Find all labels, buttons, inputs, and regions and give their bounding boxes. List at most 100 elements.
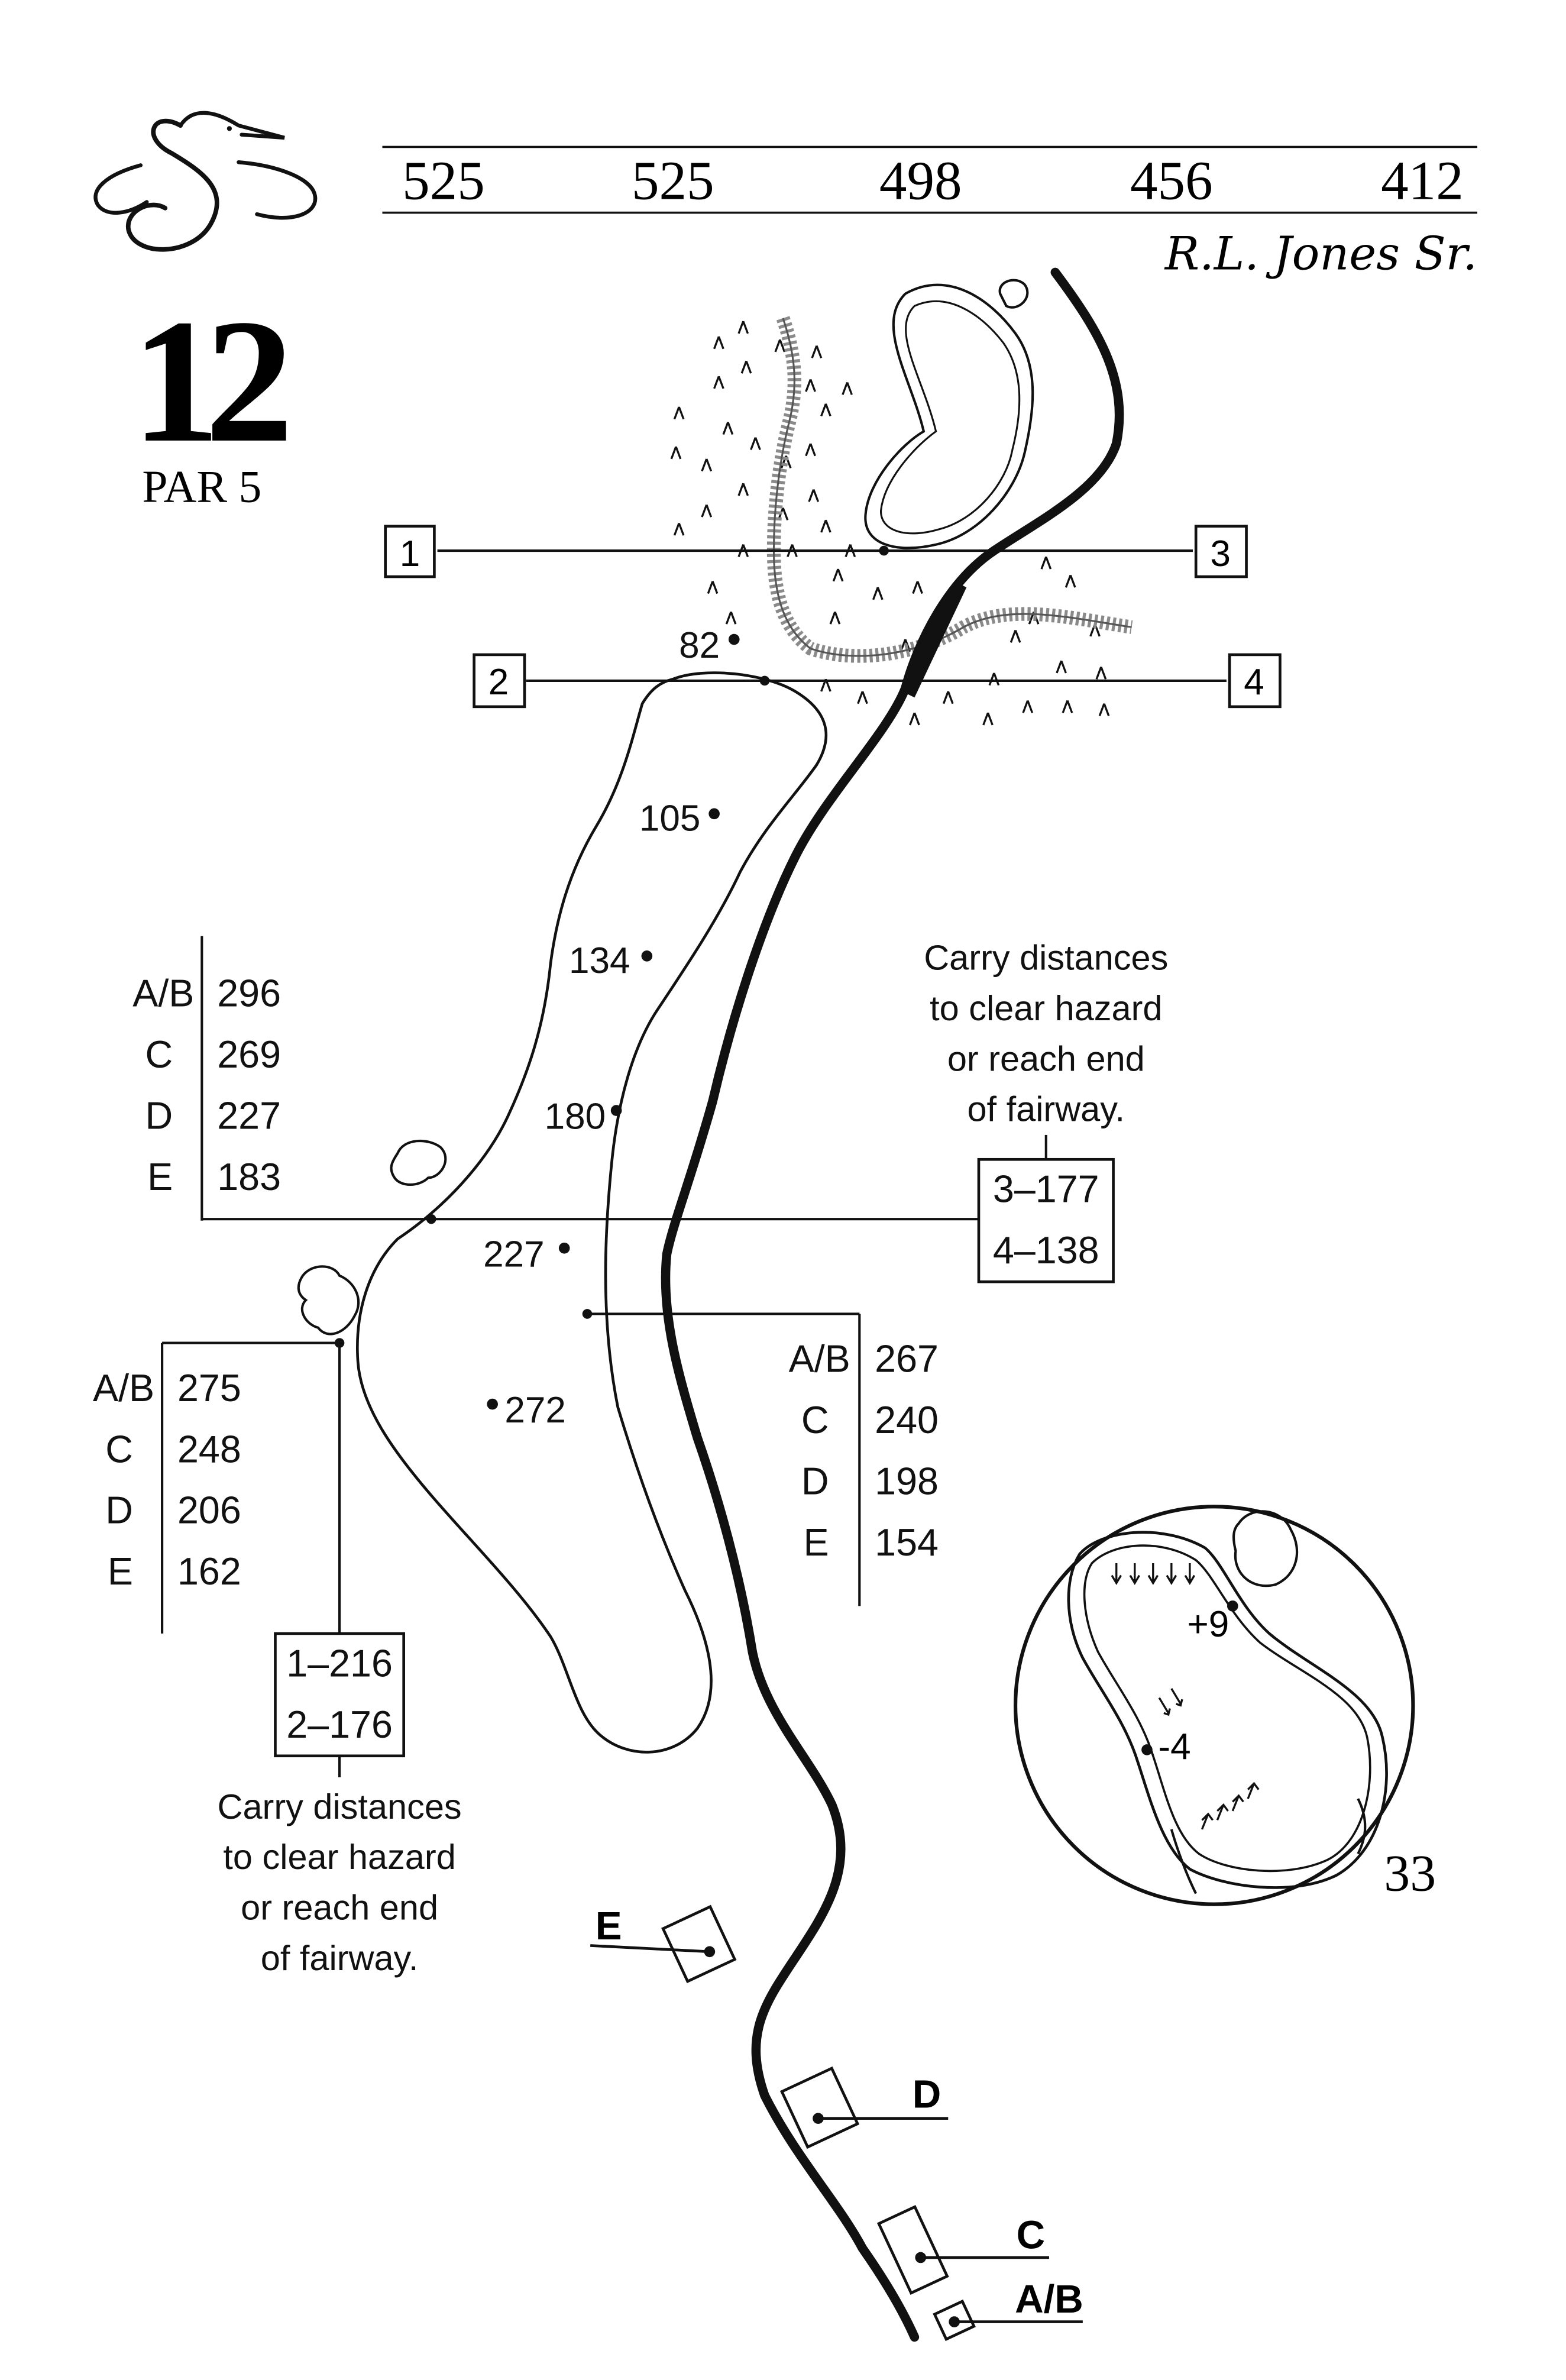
table-ll-value-d: 206 (177, 1489, 241, 1532)
table-ul-value-d: 227 (217, 1094, 281, 1137)
svg-text:of fairway.: of fairway. (967, 1089, 1125, 1129)
tee-c-label: C (1017, 2213, 1046, 2257)
marker-box-1: 1 (384, 525, 436, 578)
marsh-grass-marks (670, 321, 1110, 726)
distance-134-dot (641, 950, 653, 962)
yardage-3: 498 (879, 150, 962, 211)
table-ll-label-c: C (105, 1427, 133, 1470)
svg-text:to clear hazard: to clear hazard (223, 1837, 455, 1877)
distance-227: 227 (483, 1234, 545, 1275)
svg-text:4: 4 (1244, 662, 1264, 703)
carry-table-lower-left: A/B C D E 275 248 206 162 (93, 1338, 345, 1634)
par-label: PAR 5 (142, 461, 261, 512)
table-ul-value-c: 269 (217, 1033, 281, 1076)
cart-path (661, 267, 1124, 2342)
pond-small-mid (390, 1140, 447, 1186)
tee-ab-label: A/B (1015, 2277, 1083, 2321)
table-ul-label-c: C (145, 1033, 173, 1076)
distance-227-dot (558, 1242, 570, 1254)
carry-box-right: 3–177 4–138 (977, 1134, 1115, 1283)
distance-134: 134 (569, 940, 630, 981)
marker-box-3: 3 (1194, 525, 1248, 578)
distance-272-dot (487, 1398, 498, 1410)
table-r-label-ab: A/B (789, 1337, 850, 1380)
tee-e: E (590, 1904, 737, 1984)
svg-text:1: 1 (400, 533, 420, 574)
table-ll-value-ab: 275 (177, 1366, 241, 1409)
carry-box-left-line1: 1–216 (286, 1641, 393, 1684)
carry-table-upper-left: A/B C D E 296 269 227 183 (132, 936, 979, 1224)
svg-text:2: 2 (488, 662, 509, 703)
bridge (902, 581, 967, 698)
green-inset-lower-dot (1141, 1744, 1153, 1755)
carry-box-right-line2: 4–138 (993, 1228, 1099, 1272)
designer-signature: R.L. Jones Sr. (1164, 227, 1477, 280)
yardage-5: 412 (1381, 150, 1464, 211)
carry-point-2-4 (759, 675, 770, 686)
table-ul-label-ab: A/B (132, 972, 194, 1015)
table-r-value-c: 240 (875, 1398, 939, 1441)
carry-box-left-line2: 2–176 (286, 1703, 393, 1746)
distance-105-dot (708, 808, 720, 820)
svg-text:of fairway.: of fairway. (261, 1938, 419, 1978)
carry-point-1-3 (879, 545, 889, 556)
carry-note-right: Carry distances to clear hazard or reach… (924, 938, 1168, 1129)
marker-box-4: 4 (1228, 653, 1282, 709)
yardage-2: 525 (632, 150, 714, 211)
table-r-value-d: 198 (875, 1460, 939, 1503)
lake-top (864, 283, 1034, 549)
table-ll-value-c: 248 (177, 1427, 241, 1470)
table-ul-value-ab: 296 (217, 972, 281, 1015)
table-r-label-e: E (803, 1521, 829, 1564)
pond-small-top (998, 279, 1029, 309)
svg-text:or reach end: or reach end (241, 1887, 438, 1927)
fairway (356, 671, 827, 1754)
green-slope-lower: -4 (1158, 1726, 1190, 1767)
carry-box-left: 1–216 2–176 (274, 1632, 406, 1777)
green-inset-outline-outer (1067, 1531, 1388, 1889)
table-ll-label-d: D (105, 1489, 133, 1532)
tee-d: D (779, 2066, 949, 2149)
table-r-label-c: C (801, 1398, 829, 1441)
tee-d-label: D (913, 2072, 941, 2117)
svg-text:or reach end: or reach end (947, 1039, 1145, 1078)
creek-edge (772, 318, 1132, 657)
table-ul-value-e: 183 (217, 1155, 281, 1198)
svg-text:Carry distances: Carry distances (924, 938, 1168, 978)
distance-105: 105 (639, 798, 701, 839)
carry-note-left: Carry distances to clear hazard or reach… (218, 1787, 462, 1978)
svg-text:to clear hazard: to clear hazard (930, 988, 1162, 1028)
tee-ab: A/B (933, 2277, 1083, 2342)
yardage-4: 456 (1130, 150, 1213, 211)
green-inset-upper-dot (1227, 1600, 1238, 1612)
svg-text:Carry distances: Carry distances (218, 1787, 462, 1826)
green-inset-slope-arrows (1111, 1563, 1260, 1830)
distance-180-dot (610, 1105, 622, 1116)
lake-top-inner (879, 300, 1021, 535)
green-inset-outline-inner (1083, 1544, 1371, 1873)
distance-272: 272 (504, 1390, 566, 1431)
table-r-value-e: 154 (875, 1521, 939, 1564)
marker-box-2: 2 (473, 653, 526, 709)
pond-small-left (297, 1265, 360, 1335)
tee-c: C (876, 2205, 1049, 2295)
carry-box-right-line1: 3–177 (993, 1168, 1099, 1211)
green-inset: +9 -4 (1013, 1505, 1415, 1906)
tee-e-label: E (596, 1904, 622, 1948)
table-ll-label-ab: A/B (93, 1366, 154, 1409)
table-ll-value-e: 162 (177, 1550, 241, 1593)
carry-table-right: A/B C D E 267 240 198 154 (582, 1309, 939, 1606)
distance-180: 180 (545, 1097, 606, 1137)
table-r-value-ab: 267 (875, 1337, 939, 1380)
table-r-label-d: D (801, 1460, 829, 1503)
table-ul-label-d: D (145, 1094, 173, 1137)
table-ul-label-e: E (147, 1155, 173, 1198)
table-ll-label-e: E (108, 1550, 133, 1593)
yardage-1: 525 (402, 150, 485, 211)
course-logo (93, 111, 318, 252)
green-inset-pond (1232, 1510, 1299, 1587)
hole-number: 12 (131, 283, 288, 479)
svg-text:3: 3 (1210, 533, 1231, 574)
distance-82: 82 (679, 625, 720, 666)
